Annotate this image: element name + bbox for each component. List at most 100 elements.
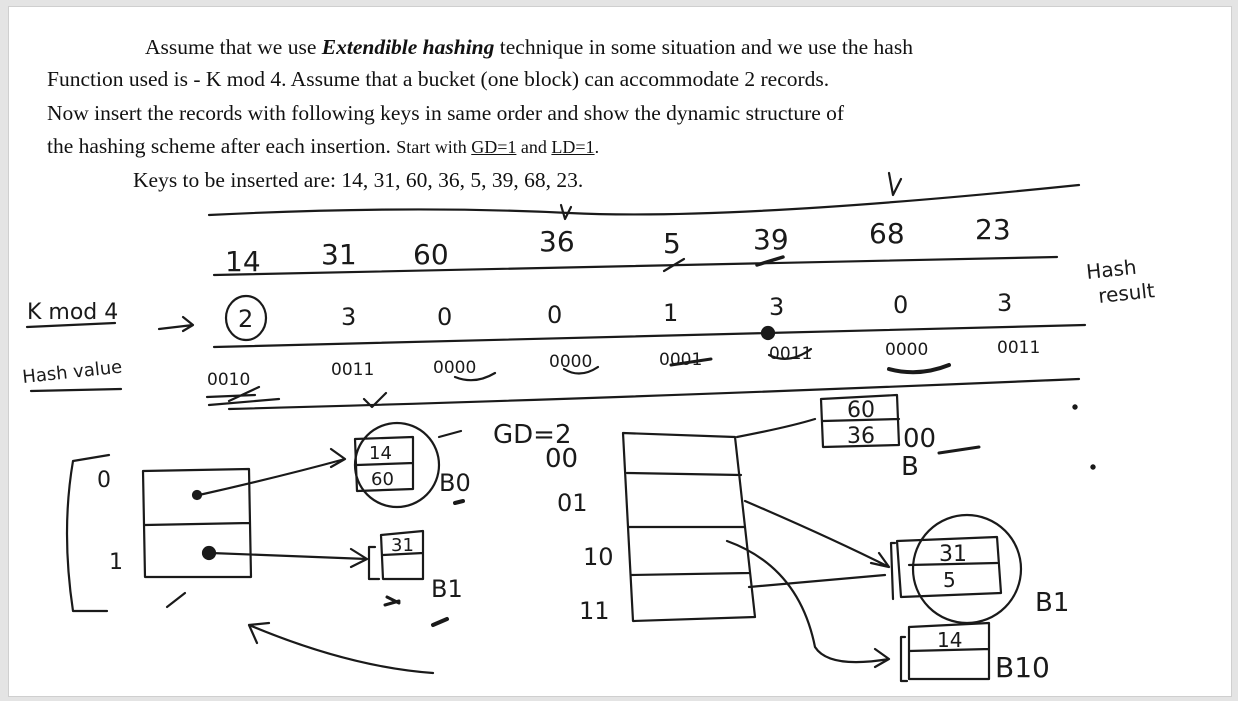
tick-mark-5 [662, 257, 686, 273]
extendible-hashing-term: Extendible hashing [321, 35, 495, 59]
hash-result-label-2: result [1097, 278, 1156, 308]
problem-line-4-text: the hashing scheme after each insertion. [47, 134, 397, 158]
mod-cell-6: 0 [893, 291, 908, 319]
left-directory-box [141, 467, 253, 579]
mod-cell-7: 3 [997, 289, 1012, 317]
b00-value-2: 36 [847, 424, 875, 449]
ink-dot [760, 325, 776, 341]
bucket-b00-values: 60 36 00 B [847, 398, 936, 482]
b0-value-2: 60 [371, 469, 394, 490]
bucket-b10-values: 14 B10 [937, 628, 1050, 684]
problem-line-1: Assume that we use Extendible hashing te… [145, 35, 913, 59]
binary-cell-5: 0011 [769, 344, 812, 364]
bucket-b1-left-values: 31 B1 [391, 535, 463, 603]
key-cell-7: 23 [975, 213, 1011, 246]
arrow-to-b0 [197, 447, 347, 497]
bucket-b0-values: 14 60 B0 [369, 443, 471, 497]
mod-cell-4: 1 [663, 299, 678, 327]
key-cell-3: 36 [539, 225, 575, 258]
binary-cell-2: 0000 [433, 358, 476, 378]
table-rule-bottom [227, 377, 1081, 411]
binary-cell-0: 0010 [207, 370, 250, 390]
tick-mark-39 [755, 255, 785, 267]
mod-cell-1: 3 [341, 303, 356, 331]
right-dir-label-00: 00 [545, 444, 578, 474]
b1-right-bracket [889, 541, 897, 601]
ptr-00-to-b00 [735, 417, 817, 439]
tick-mark-36 [559, 203, 573, 221]
problem-line-1-end: technique in some situation and we use t… [494, 35, 913, 59]
row-labels: K mod 4 Hash value Hash result [21, 255, 1156, 388]
bucket-b10-box [907, 621, 991, 681]
problem-line-3: Now insert the records with following ke… [47, 101, 845, 125]
bucket-b0-box [353, 435, 415, 493]
mod-cell-3: 0 [547, 301, 562, 329]
ptr-10-to-b10 [725, 539, 891, 669]
hash-result-label-1: Hash [1085, 255, 1138, 284]
b1-left-bracket [367, 545, 381, 581]
right-gd-and-dir-labels: GD=2 00 01 10 11 [493, 420, 614, 625]
b1-left-dash [431, 617, 449, 627]
split-curved-arrow [247, 621, 435, 675]
gd-initial-value: GD=1 [471, 137, 517, 157]
b1-left-value-1: 31 [391, 535, 414, 556]
left-dir-labels: 0 1 [97, 468, 123, 575]
bucket-b10-label: B10 [995, 651, 1050, 684]
bucket-b00-label: B [901, 452, 919, 482]
bucket-b1-right-label: B1 [1035, 588, 1069, 618]
b00-value-1: 60 [847, 398, 875, 423]
key-cell-5: 39 [753, 223, 789, 256]
bucket-b00-box [819, 393, 901, 449]
b0-dash [453, 499, 465, 505]
left-dir-label-1: 1 [109, 550, 123, 575]
underline-0011 [767, 347, 813, 360]
underline-0001 [669, 357, 713, 367]
problem-line-1-start: Assume that we use [145, 35, 322, 59]
ptr-11-to-b1 [747, 573, 887, 589]
ptr-01-to-b1 [743, 499, 891, 569]
b0-value-1: 14 [369, 443, 392, 464]
bucket-b1-left-label: B1 [431, 575, 463, 603]
slide-page: Assume that we use Extendible hashing te… [8, 6, 1232, 697]
binary-cell-1: 0011 [331, 360, 374, 380]
circle-around-b1 [911, 513, 1023, 625]
bucket-b00-suffix: 00 [903, 424, 936, 454]
b1-left-scribble [383, 595, 401, 607]
bucket-b0-label: B0 [439, 469, 471, 497]
binary-cell-7: 0011 [997, 338, 1040, 358]
right-directory-box [621, 431, 757, 623]
gd-2-label: GD=2 [493, 420, 572, 450]
underline-0010 [205, 385, 281, 407]
mod-cell-0: 2 [238, 305, 253, 333]
stray-dot-1 [1072, 404, 1078, 410]
circle-around-hash-2 [224, 294, 268, 342]
left-dir-label-0: 0 [97, 468, 111, 493]
k-mod-arrow [157, 315, 195, 333]
hash-value-underline [29, 387, 123, 393]
b0-side-mark [437, 429, 463, 439]
key-cell-4: 5 [663, 227, 681, 260]
right-dir-label-01: 01 [557, 489, 588, 517]
key-cell-6: 68 [869, 217, 905, 250]
key-cell-0: 14 [225, 245, 261, 278]
and-label: and [516, 137, 552, 157]
bucket-b1-right-values: 31 5 B1 [939, 542, 1069, 618]
arrow-to-b1 [209, 547, 369, 569]
table-rule-2 [212, 255, 1059, 277]
right-dir-label-11: 11 [579, 597, 610, 625]
start-with-label: Start with [396, 137, 472, 157]
k-mod-4-label: K mod 4 [27, 300, 118, 325]
b10-bracket [899, 635, 909, 683]
mod-cell-2: 0 [437, 303, 452, 331]
tick-mark-68 [887, 171, 903, 197]
b1-right-value-2: 5 [943, 568, 956, 592]
k-mod-underline [25, 321, 117, 329]
key-cell-1: 31 [321, 238, 357, 271]
table-rule-top [207, 183, 1081, 217]
stray-dot-2 [1090, 464, 1096, 470]
table-rule-3 [212, 323, 1087, 349]
